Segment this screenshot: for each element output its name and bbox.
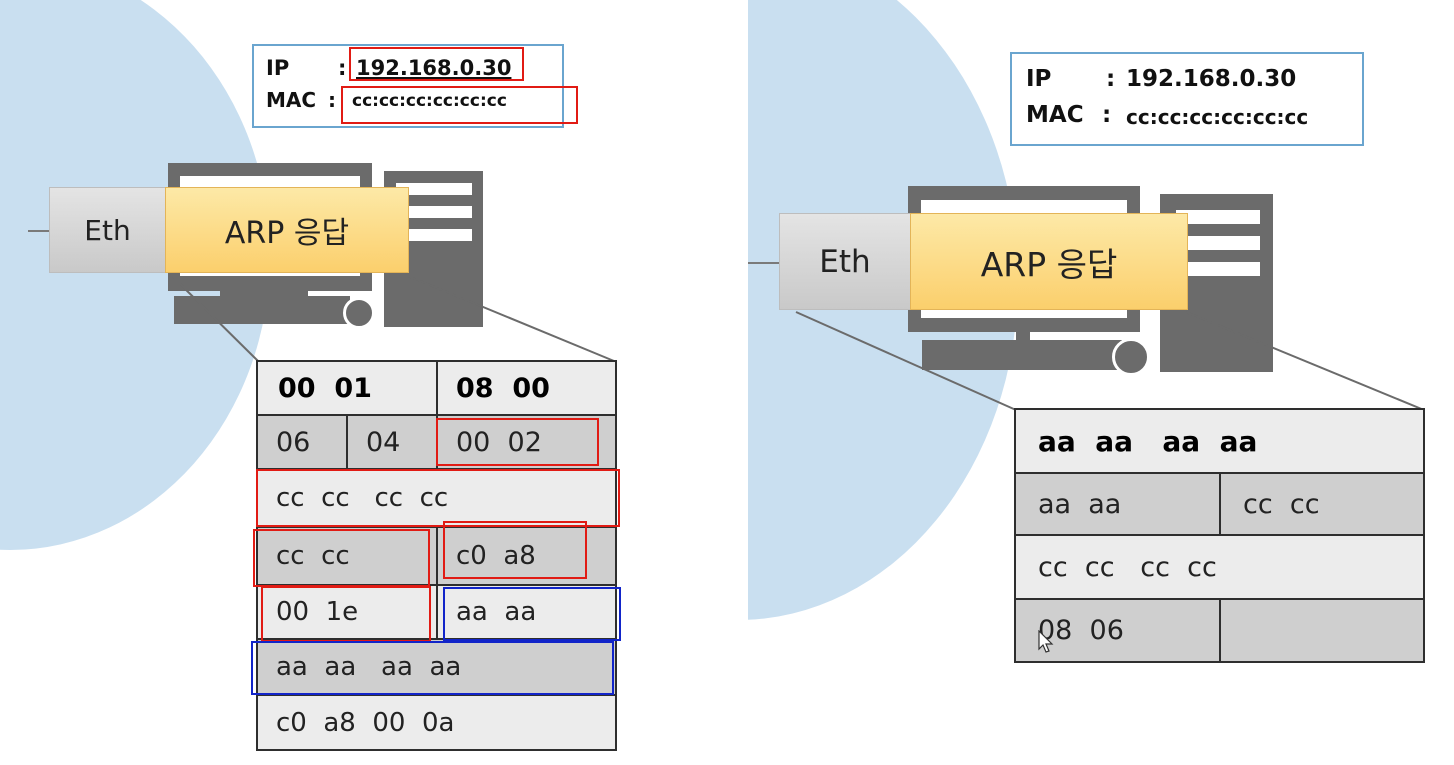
mac-highlight — [341, 86, 578, 124]
ip-label: IP — [1026, 66, 1052, 92]
target-ip-cell: c0 a8 00 0a — [258, 696, 615, 749]
arp-reply-block: ARP 응답 — [165, 187, 409, 273]
table-divider — [436, 362, 438, 468]
mac-separator: : — [328, 88, 336, 112]
destination-mac-cell-2: aa aa — [1016, 474, 1219, 534]
left-panel: IP : 192.168.0.30 MAC : cc:cc:cc:cc:cc:c… — [0, 0, 700, 765]
mouse-icon — [343, 297, 375, 329]
table-divider — [1219, 474, 1221, 534]
table-divider — [258, 638, 615, 640]
opcode-highlight — [436, 418, 599, 466]
ethernet-header-block: Eth — [779, 213, 911, 310]
mac-value: cc:cc:cc:cc:cc:cc — [1126, 105, 1309, 129]
ip-separator: : — [1106, 66, 1116, 92]
right-panel: IP : 192.168.0.30 MAC : cc:cc:cc:cc:cc:c… — [748, 0, 1454, 765]
table-divider — [436, 528, 438, 638]
opcode-cell: 00 02 — [438, 416, 615, 468]
table-divider — [258, 694, 615, 696]
ethernet-header-block: Eth — [49, 187, 166, 273]
arp-reply-block: ARP 응답 — [910, 213, 1188, 310]
ip-separator: : — [338, 56, 347, 80]
source-mac-cell-1: cc cc — [1221, 474, 1423, 534]
mac-label: MAC — [1026, 102, 1084, 128]
destination-mac-cell-1: aa aa aa aa — [1016, 410, 1423, 472]
ip-label: IP — [266, 56, 290, 80]
sender-mac-cell-1: cc cc cc cc — [258, 470, 615, 526]
monitor-stand — [1016, 326, 1030, 340]
table-divider — [1016, 472, 1423, 474]
keyboard-icon — [922, 340, 1122, 370]
sender-ip-highlight-1 — [443, 521, 587, 579]
tower-slot-2 — [396, 206, 472, 218]
sender-mac-cell-2: cc cc — [258, 528, 436, 584]
table-divider — [1016, 534, 1423, 536]
tower-slot-1 — [396, 183, 472, 195]
arp-label: ARP 응답 — [980, 244, 1118, 284]
eth-label: Eth — [84, 213, 131, 247]
empty-cell — [1221, 600, 1423, 661]
protocol-size-cell: 04 — [348, 416, 436, 468]
sender-mac-highlight-2 — [253, 529, 430, 587]
keyboard-icon — [174, 296, 350, 324]
table-divider — [1016, 598, 1423, 600]
hardware-type-cell: 00 01 — [258, 362, 436, 414]
target-mac-cell-2: aa aa aa aa — [258, 640, 615, 694]
tower-slot-3 — [396, 229, 472, 241]
table-divider — [258, 526, 615, 528]
table-divider — [1219, 600, 1221, 661]
ip-value: 192.168.0.30 — [356, 56, 512, 80]
table-divider — [346, 416, 348, 468]
hardware-size-cell: 06 — [258, 416, 346, 468]
protocol-type-cell: 08 00 — [438, 362, 615, 414]
zoom-connector — [795, 311, 1425, 411]
host-address-box: IP : 192.168.0.30 MAC : cc:cc:cc:cc:cc:c… — [252, 44, 564, 128]
target-mac-cell-1: aa aa — [438, 586, 615, 638]
mac-label: MAC — [266, 88, 317, 112]
ethertype-cell: 08 06 — [1016, 600, 1219, 661]
sender-ip-highlight-2 — [261, 586, 431, 642]
target-mac-highlight-2 — [251, 641, 614, 695]
mac-value: cc:cc:cc:cc:cc:cc — [352, 91, 507, 111]
network-link — [28, 230, 50, 232]
eth-label: Eth — [819, 243, 871, 280]
network-link — [748, 262, 782, 264]
mouse-icon — [1112, 338, 1150, 376]
mac-separator: : — [1102, 102, 1112, 128]
sender-ip-cell-2: 00 1e — [258, 586, 436, 638]
ip-value: 192.168.0.30 — [1126, 66, 1297, 92]
tower-slot-2 — [1176, 236, 1260, 250]
arp-label: ARP 응답 — [224, 216, 350, 251]
mouse-cursor-icon — [1038, 630, 1054, 653]
target-mac-highlight-1 — [443, 587, 621, 641]
sender-mac-highlight-1 — [256, 469, 620, 527]
ip-highlight — [349, 47, 524, 81]
source-mac-cell-2: cc cc cc cc — [1016, 536, 1423, 598]
tower-slot-1 — [1176, 210, 1260, 224]
tower-slot-3 — [1176, 262, 1260, 276]
zoom-connector — [171, 275, 615, 362]
host-address-box: IP : 192.168.0.30 MAC : cc:cc:cc:cc:cc:c… — [1010, 52, 1364, 146]
monitor-base — [220, 290, 308, 296]
